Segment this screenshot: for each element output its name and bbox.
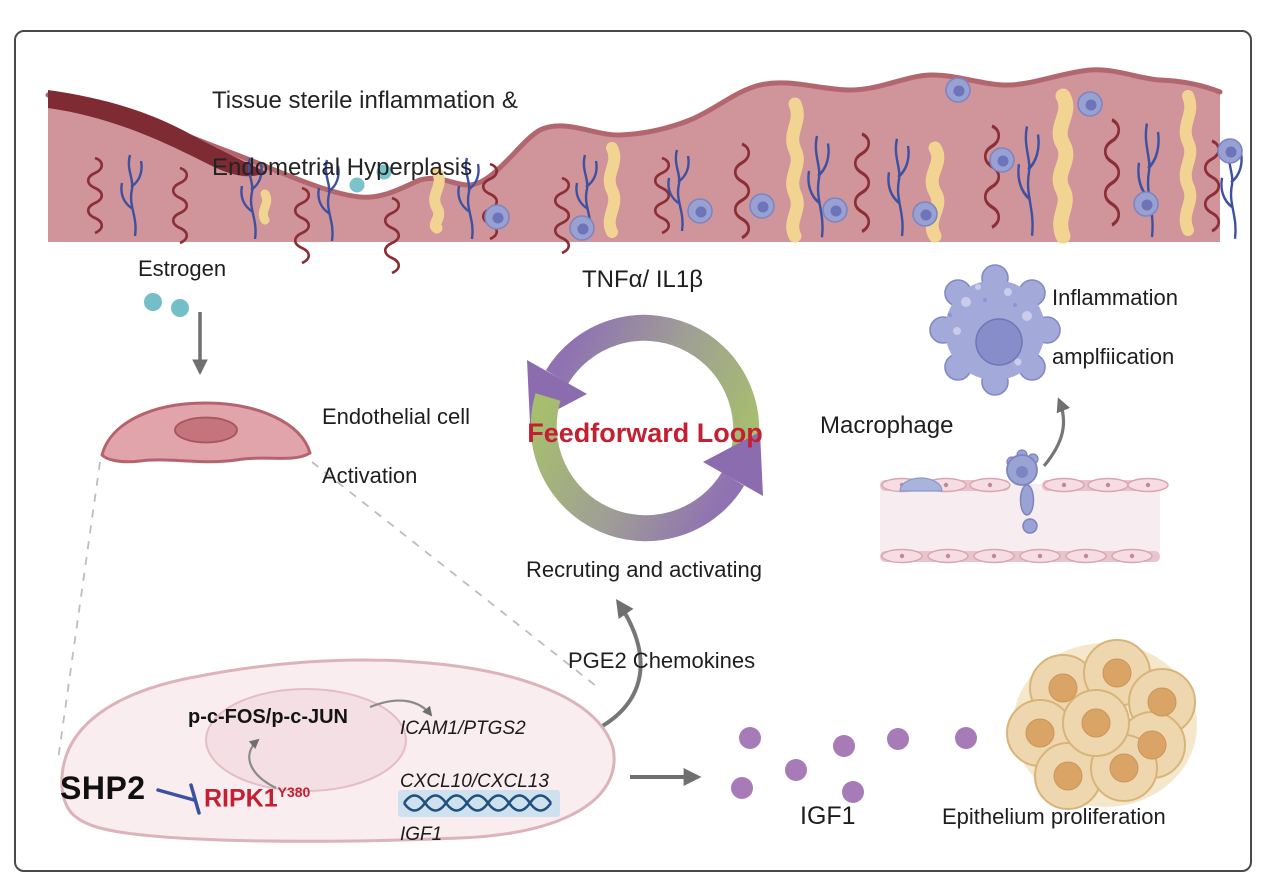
recruiting-label: Recruting and activating xyxy=(525,557,763,582)
wound-region xyxy=(48,90,266,177)
feedforward-loop-arrows xyxy=(527,314,763,542)
nucleus-outline xyxy=(205,688,407,792)
ripk1-phospho-site: Y380 xyxy=(277,784,311,800)
tissue-title: Tissue sterile inflammation & Endometria… xyxy=(212,84,602,185)
ripk1-label: RIPK1Y380 xyxy=(204,784,310,813)
pge2-chemokines-label: PGE2 Chemokines xyxy=(568,648,756,673)
signaling-cell-illustration xyxy=(60,658,616,843)
endothelium-ovals xyxy=(881,477,1169,564)
macrophage-illustration xyxy=(929,264,1061,396)
endothelial-cell-illustration xyxy=(100,401,312,464)
endothelial-activation-label: Endothelial cell Activation xyxy=(322,402,470,491)
macrophage-vacuoles xyxy=(953,284,1032,366)
endothelium-nuclei-dots xyxy=(899,482,1151,559)
inflammation-label-line2: amplfiication xyxy=(1052,344,1175,370)
inflammation-label: Inflammation amplfiication xyxy=(1052,283,1178,372)
igf1-label: IGF1 xyxy=(800,802,856,830)
inflammation-label-line1: Inflammation xyxy=(1052,285,1178,310)
endothelial-label-line2: Activation xyxy=(322,463,418,489)
figure-border xyxy=(14,30,1252,872)
epithelium-proliferation-label: Epithelium proliferation xyxy=(942,804,1166,829)
gene-line2: CXCL10/CXCL13 xyxy=(400,771,549,793)
rolling-monocyte-icon xyxy=(899,477,943,492)
endothelial-label-line1: Endothelial cell xyxy=(322,404,470,429)
cytokines-label: TNFα/ IL1β xyxy=(582,266,704,293)
estrogen-dots xyxy=(144,293,189,317)
shp2-label: SHP2 xyxy=(60,770,146,806)
dna-helix-icon xyxy=(403,794,552,812)
epithelium-illustration xyxy=(1006,639,1197,810)
macrophage-nucleus xyxy=(975,318,1023,366)
igf1-dots xyxy=(731,727,977,803)
transmigration-arrow-icon xyxy=(1042,397,1071,468)
tissue-illustration xyxy=(45,67,1243,275)
estrogen-label: Estrogen xyxy=(138,256,227,281)
target-genes-label: ICAM1/PTGS2 CXCL10/CXCL13 IGF1 xyxy=(400,716,549,849)
magnify-dashed-lines xyxy=(57,461,597,761)
intracellular-arrow-icons xyxy=(248,699,433,789)
estrogen-dots-on-tissue xyxy=(349,164,392,193)
ap1-label: p-c-FOS/p-c-JUN xyxy=(188,706,348,728)
gland-icons xyxy=(258,88,1197,244)
gene-line1: ICAM1/PTGS2 xyxy=(400,718,526,739)
tissue-title-line2: Endometrial Hyperplasis xyxy=(212,154,473,182)
feedforward-loop-label: Feedforward Loop xyxy=(527,418,763,448)
vessel-illustration xyxy=(880,449,1169,564)
ripk1-name: RIPK1 xyxy=(204,784,278,813)
tissue-title-line1: Tissue sterile inflammation & xyxy=(212,87,518,114)
macrophage-label: Macrophage xyxy=(820,412,954,439)
transmigrating-macrophage-icon xyxy=(1006,449,1039,534)
gene-line3: IGF1 xyxy=(400,824,443,846)
inhibition-icon xyxy=(156,783,201,815)
